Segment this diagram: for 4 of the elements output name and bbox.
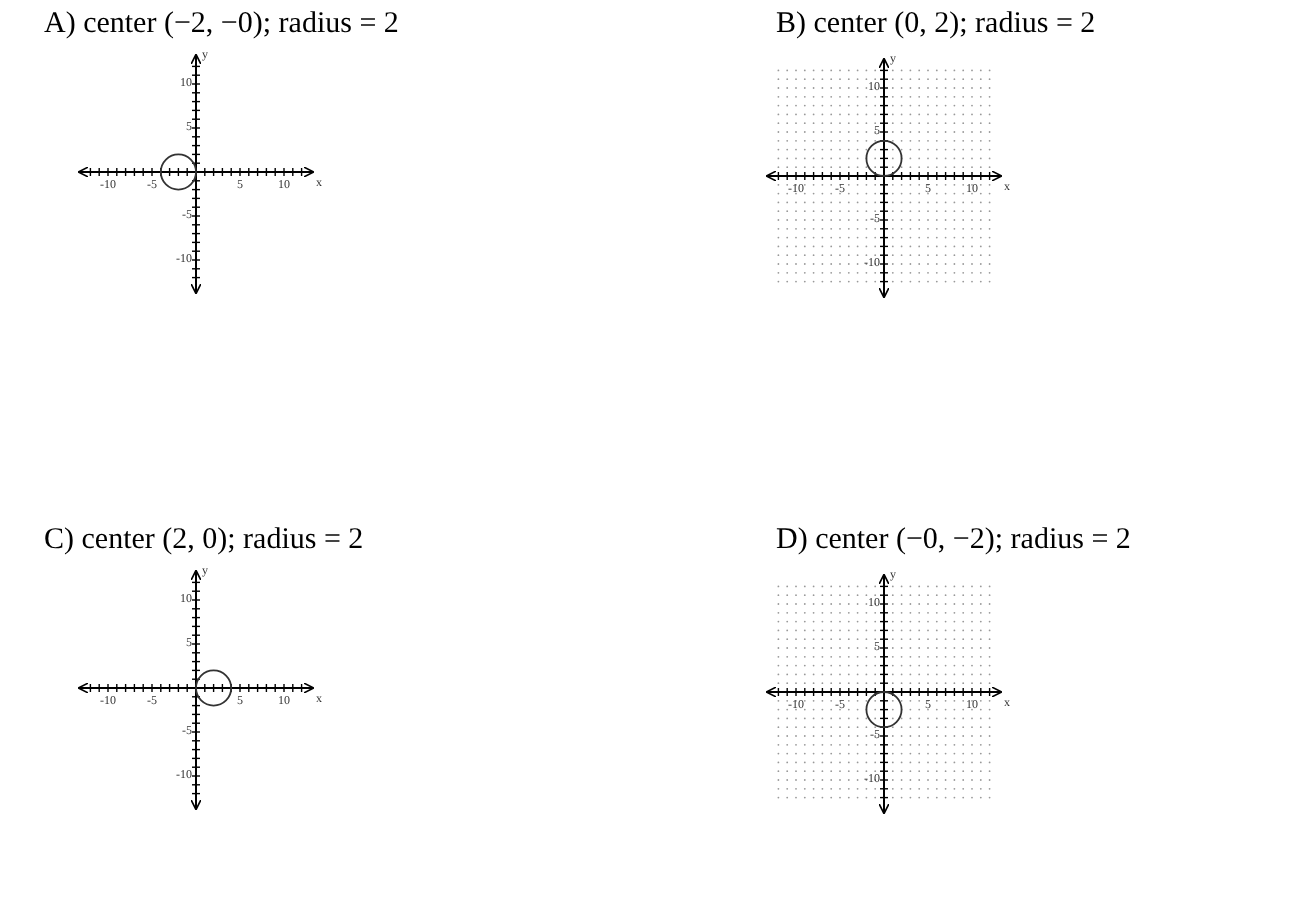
problem-option: C) center (2, 0); radius = 2: [44, 522, 364, 558]
problem-option: A) center (−2, −0); radius = 2: [44, 6, 399, 42]
problem-option: D) center (−0, −2); radius = 2: [776, 522, 1131, 558]
problem-option: B) center (0, 2); radius = 2: [776, 6, 1096, 42]
